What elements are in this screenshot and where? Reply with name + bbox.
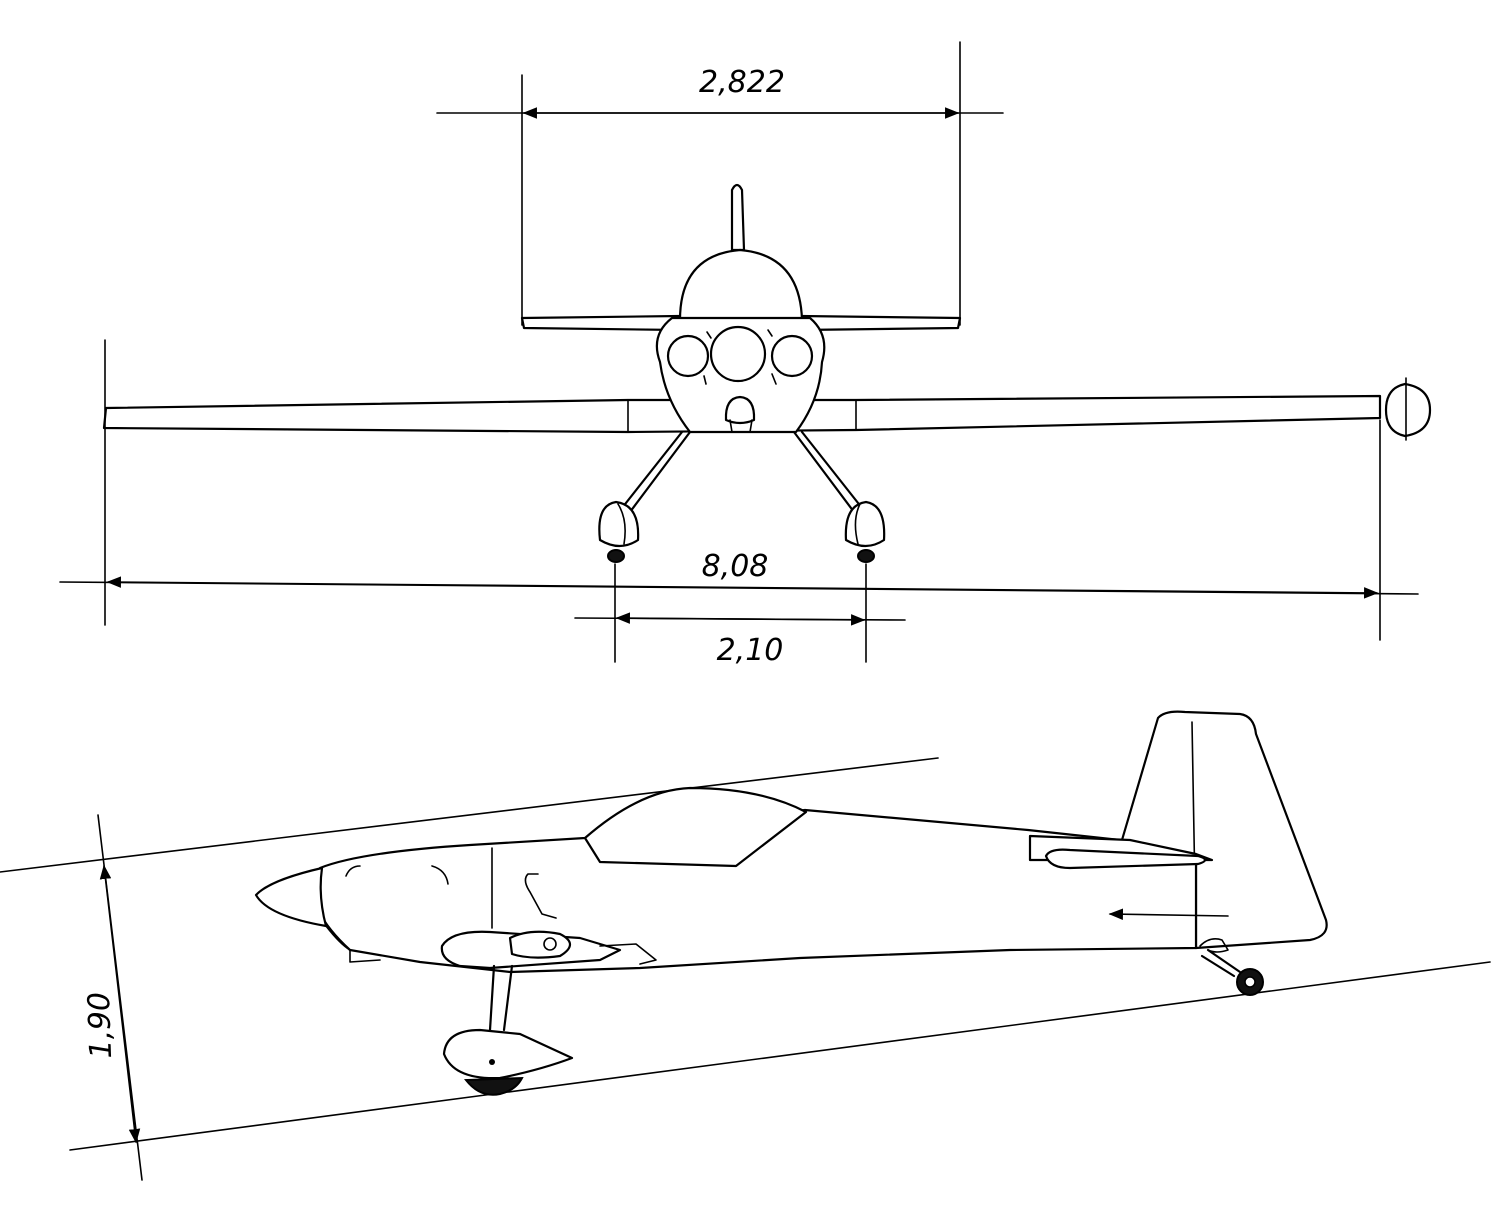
tail-wheel-icon xyxy=(1199,938,1264,996)
main-landing-gear-side xyxy=(442,964,574,1096)
cowl-details xyxy=(703,329,777,385)
side-view: 1,90 xyxy=(0,710,1491,1181)
wingspan-label: 8,08 xyxy=(702,549,769,584)
canopy-side xyxy=(583,786,808,868)
cylinder-left-icon xyxy=(666,334,710,378)
cylinder-right-icon xyxy=(770,334,814,378)
vertical-tail-side xyxy=(1120,710,1328,950)
wingtip-pod-icon xyxy=(1384,377,1432,441)
cowling-details xyxy=(325,847,557,963)
cylinder-center-icon xyxy=(709,325,767,383)
track-width-label: 2,10 xyxy=(717,633,784,668)
dimension-track-width: 2,10 xyxy=(574,563,906,668)
dimension-stabilizer-span: 2,822 xyxy=(436,41,1004,326)
stabilizer-span-label: 2,822 xyxy=(699,65,785,100)
front-view: 2,822 xyxy=(59,41,1432,668)
dimension-height: 1,90 xyxy=(82,814,143,1181)
spinner-front-icon xyxy=(724,395,756,425)
spinner-side-icon xyxy=(254,866,328,928)
control-arrow-icon xyxy=(1108,908,1229,920)
vertical-fin-front xyxy=(730,183,746,252)
dimension-wingspan: 8,08 xyxy=(59,339,1419,641)
ground-line xyxy=(69,961,1491,1151)
reference-line-top xyxy=(0,757,939,873)
canopy-front xyxy=(678,248,804,322)
landing-gear-front xyxy=(598,430,886,563)
height-label: 1,90 xyxy=(82,991,119,1059)
